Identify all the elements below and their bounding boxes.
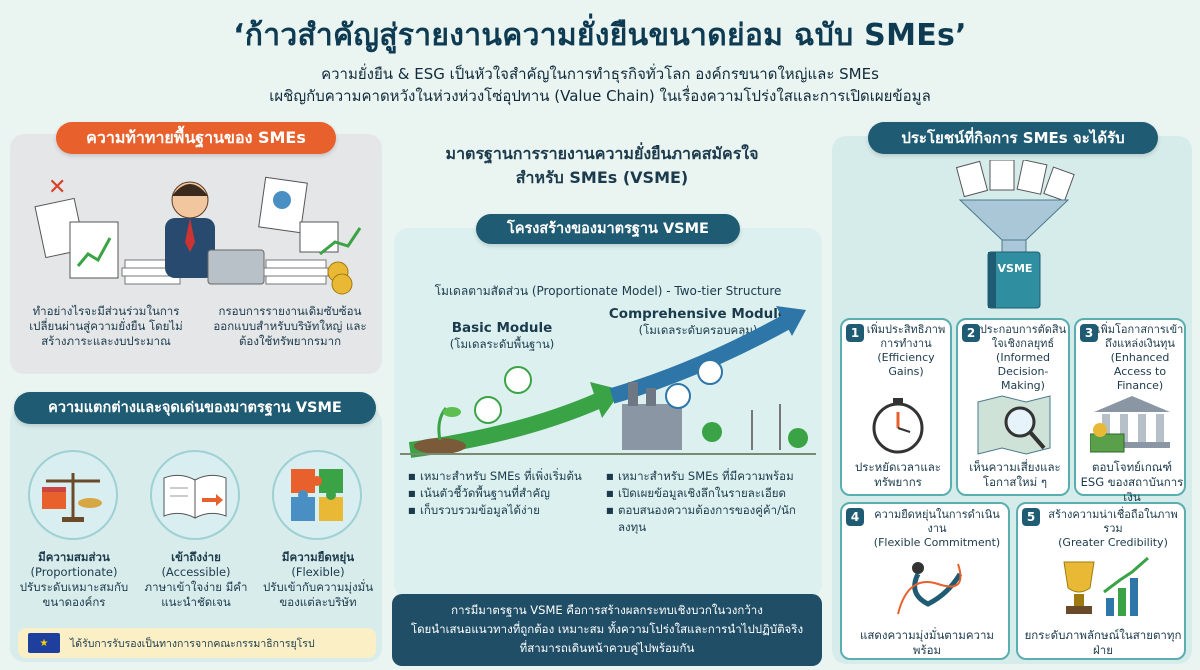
difference-en: (Flexible) xyxy=(291,565,345,579)
funnel-documents-illustration xyxy=(955,160,1075,309)
impact-line-1: การมีมาตรฐาน VSME คือการสร้างผลกระทบเชิง… xyxy=(451,603,763,617)
svg-text:✕: ✕ xyxy=(48,175,66,200)
puzzle-icon xyxy=(272,450,362,540)
eu-flag-icon: ★ xyxy=(28,633,60,653)
benefit-title: เพิ่มประสิทธิภาพการทำงาน(Efficiency Gain… xyxy=(866,323,946,378)
challenge-left-text: ทำอย่างไรจะมีส่วนร่วมในการเปลี่ยนผ่านสู่… xyxy=(29,304,183,348)
benefit-number: 2 xyxy=(962,324,980,342)
basic-module-title: Basic Module xyxy=(451,320,553,336)
difference-item-proportionate: มีความสมส่วน (Proportionate) ปรับระดับเห… xyxy=(18,550,130,610)
vsme-title-line-1: มาตรฐานการรายงานความยั่งยืนภาคสมัครใจ xyxy=(445,144,759,163)
stopwatch-icon xyxy=(858,392,938,460)
benefits-header: ประโยชน์ที่กิจการ SMEs จะได้รับ xyxy=(868,122,1158,154)
difference-desc: ภาษาเข้าใจง่าย มีคำแนะนำชัดเจน xyxy=(144,580,248,609)
benefit-number: 1 xyxy=(846,324,864,342)
difference-item-flexible: มีความยืดหยุ่น (Flexible) ปรับเข้ากับควา… xyxy=(262,550,374,610)
benefit-card-credibility: 5 สร้างความน่าเชื่อถือในภาพรวม(Greater C… xyxy=(1016,502,1186,660)
basic-bullet: เก็บรวบรวมข้อมูลได้ง่าย xyxy=(408,502,604,519)
comprehensive-module-heading: Comprehensive Module (โมเดลระดับครอบคลุม… xyxy=(598,306,798,340)
basic-bullet: เน้นตัวชี้วัดพื้นฐานที่สำคัญ xyxy=(408,485,604,502)
benefit-card-finance: 3 เพิ่มโอกาสการเข้าถึงแหล่งเงินทุน(Enhan… xyxy=(1074,318,1186,504)
map-magnifier-icon xyxy=(974,392,1054,460)
stressed-person-illustration: ✕ xyxy=(34,175,362,295)
difference-desc: ปรับระดับเหมาะสมกับขนาดองค์กร xyxy=(19,580,129,609)
benefit-number: 4 xyxy=(846,508,864,526)
benefit-desc: ตอบโจทย์เกณฑ์ ESG ของสถาบันการเงิน xyxy=(1080,460,1184,504)
basic-module-bullets: เหมาะสำหรับ SMEs ที่เพิ่งเริ่มต้น เน้นตั… xyxy=(408,468,604,519)
benefit-desc: ยกระดับภาพลักษณ์ในสายตาทุกฝ่าย xyxy=(1024,628,1182,657)
comprehensive-module-bullets: เหมาะสำหรับ SMEs ที่มีความพร้อม เปิดเผยข… xyxy=(606,468,816,536)
page-title: ‘ก้าวสำคัญสู่รายงานความยั่งยืนขนาดย่อม ฉ… xyxy=(233,18,967,53)
trophy-chart-icon xyxy=(1054,554,1154,628)
challenge-right-text: กรอบการรายงานเดิมซับซ้อน ออกแบบสำหรับบริ… xyxy=(213,304,367,348)
vsme-title: มาตรฐานการรายงานความยั่งยืนภาคสมัครใจ สำ… xyxy=(392,142,812,190)
benefit-card-decision: 2 ประกอบการตัดสินใจเชิงกลยุทธ์(Informed … xyxy=(956,318,1070,496)
subtitle-line-2: เผชิญกับความคาดหวังในห่วงห่วงโซ่อุปทาน (… xyxy=(269,87,931,105)
eu-endorsement-text: ได้รับการรับรองเป็นทางการจากคณะกรรมาธิกา… xyxy=(70,637,315,650)
difference-title: เข้าถึงง่าย xyxy=(171,550,221,564)
benefit-title: สร้างความน่าเชื่อถือในภาพรวม(Greater Cre… xyxy=(1048,508,1178,549)
benefit-desc: ประหยัดเวลาและทรัพยากร xyxy=(855,460,941,489)
scale-shop-icon xyxy=(28,450,118,540)
difference-item-accessible: เข้าถึงง่าย (Accessible) ภาษาเข้าใจง่าย … xyxy=(140,550,252,610)
vsme-title-line-2: สำหรับ SMEs (VSME) xyxy=(515,168,689,187)
impact-line-2: โดยนำเสนอแนวทางที่ถูกต้อง เหมาะสม ทั้งคว… xyxy=(410,622,804,636)
benefit-desc: แสดงความมุ่งมั่นตามความพร้อม xyxy=(859,628,995,657)
comprehensive-module-sub: (โมเดลระดับครอบคลุม) xyxy=(638,323,758,337)
subtitle-line-1: ความยั่งยืน & ESG เป็นหัวใจสำคัญในการทำธ… xyxy=(321,65,879,83)
benefit-number: 5 xyxy=(1022,508,1040,526)
challenges-header: ความท้าทายพื้นฐานของ SMEs xyxy=(56,122,336,154)
benefit-card-flexible: 4 ความยืดหยุ่นในการดำเนินงาน(Flexible Co… xyxy=(840,502,1010,660)
impact-line-3: ที่สามารถเดินหน้าควบคู่ไปพร้อมกัน xyxy=(519,641,695,655)
difference-title: มีความสมส่วน xyxy=(38,550,110,564)
comprehensive-module-title: Comprehensive Module xyxy=(608,306,788,322)
benefit-desc: เห็นความเสี่ยงและโอกาสใหม่ ๆ xyxy=(969,460,1061,489)
vsme-book-label: VSME xyxy=(997,262,1033,275)
benefit-title: ความยืดหยุ่นในการดำเนินงาน(Flexible Comm… xyxy=(873,508,1001,549)
gymnast-icon xyxy=(878,554,978,628)
basic-module-sub: (โมเดลระดับพื้นฐาน) xyxy=(449,337,555,351)
impact-statement: การมีมาตรฐาน VSME คือการสร้างผลกระทบเชิง… xyxy=(392,594,822,666)
growth-arrow-illustration xyxy=(400,306,816,458)
benefit-number: 3 xyxy=(1080,324,1098,342)
bank-money-icon xyxy=(1089,392,1174,460)
basic-module-heading: Basic Module (โมเดลระดับพื้นฐาน) xyxy=(412,320,592,354)
model-label: โมเดลตามสัดส่วน (Proportionate Model) - … xyxy=(434,284,782,298)
structure-header: โครงสร้างของมาตรฐาน VSME xyxy=(476,214,740,244)
open-book-icon xyxy=(150,450,240,540)
benefit-title: ประกอบการตัดสินใจเชิงกลยุทธ์(Informed De… xyxy=(979,323,1067,392)
difference-title: มีความยืดหยุ่น xyxy=(281,550,355,564)
comprehensive-bullet: เหมาะสำหรับ SMEs ที่มีความพร้อม xyxy=(606,468,816,485)
eu-endorsement-bar: ★ ได้รับการรับรองเป็นทางการจากคณะกรรมาธิ… xyxy=(18,628,376,658)
comprehensive-bullet: ตอบสนองความต้องการของคู่ค้า/นักลงทุน xyxy=(606,502,816,536)
difference-en: (Proportionate) xyxy=(30,565,118,579)
benefit-title: เพิ่มโอกาสการเข้าถึงแหล่งเงินทุน(Enhance… xyxy=(1096,323,1184,392)
differences-header: ความแตกต่างและจุดเด่นของมาตรฐาน VSME xyxy=(14,392,376,424)
benefit-card-efficiency: 1 เพิ่มประสิทธิภาพการทำงาน(Efficiency Ga… xyxy=(840,318,952,496)
structure-panel xyxy=(394,228,822,598)
basic-bullet: เหมาะสำหรับ SMEs ที่เพิ่งเริ่มต้น xyxy=(408,468,604,485)
difference-en: (Accessible) xyxy=(161,565,231,579)
comprehensive-bullet: เปิดเผยข้อมูลเชิงลึกในรายละเอียด xyxy=(606,485,816,502)
difference-desc: ปรับเข้ากับความมุ่งมั่นของแต่ละบริษัท xyxy=(262,580,374,609)
